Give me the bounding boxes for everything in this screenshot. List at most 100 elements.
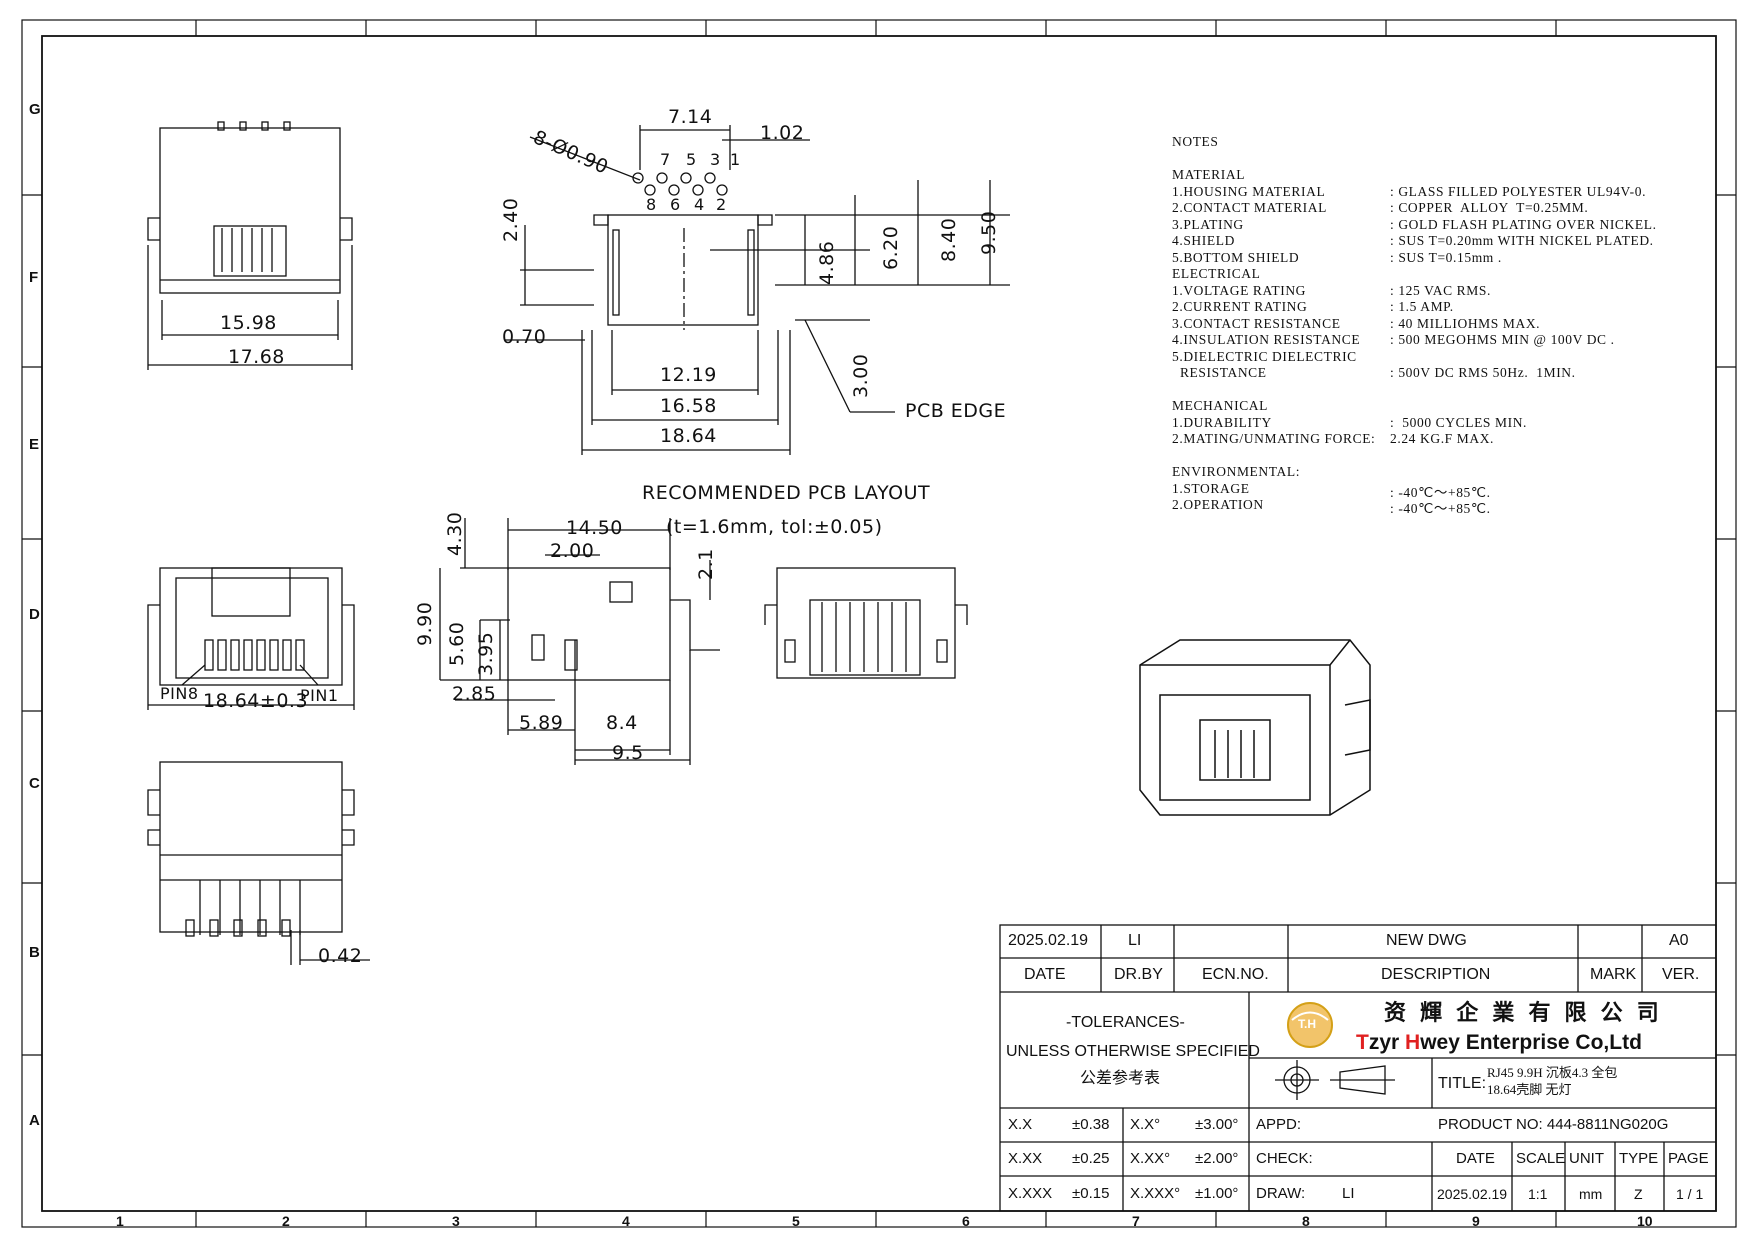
notes-block: NOTES MATERIAL 1.HOUSING MATERIAL: GLASS …: [1172, 134, 1672, 516]
dim-h-840: 8.40: [938, 217, 960, 262]
pin-label-6: 6: [670, 195, 681, 214]
dim-top-width-inner: 15.98: [220, 312, 277, 334]
dim-d-300: 3.00: [850, 353, 872, 398]
tol-row2-c: X.XX°: [1130, 1150, 1171, 1167]
dim-w-1219: 12.19: [660, 364, 717, 386]
tol-row2-a: X.XX: [1008, 1150, 1043, 1167]
dim-395: 3.95: [475, 631, 497, 676]
notes-item-key: 5.BOTTOM SHIELD: [1172, 249, 1300, 265]
tol-row2-e: CHECK:: [1256, 1150, 1313, 1167]
zone-col-1: 1: [116, 1213, 124, 1229]
notes-item-value: : 500V DC RMS 50Hz. 1MIN.: [1390, 365, 1576, 380]
pin8-label: PIN8: [160, 684, 199, 703]
notes-item: 1.HOUSING MATERIAL: GLASS FILLED POLYEST…: [1172, 184, 1672, 201]
company-name-cn: 资 輝 企 業 有 限 公 司: [1384, 1000, 1663, 1025]
tolerances-title: -TOLERANCES-: [1066, 1014, 1185, 1031]
product-number: PRODUCT NO: 444-8811NG020G: [1438, 1116, 1669, 1133]
dim-h-486: 4.86: [816, 240, 838, 285]
zone-row-e: E: [29, 436, 40, 453]
notes-item: 4.INSULATION RESISTANCE: 500 MEGOHMS MIN…: [1172, 332, 1672, 349]
company-en-rest: wey Enterprise Co,Ltd: [1420, 1031, 1642, 1054]
zone-col-9: 9: [1472, 1213, 1480, 1229]
info-page: 1 / 1: [1676, 1186, 1704, 1202]
hdr-mark: MARK: [1590, 966, 1637, 983]
notes-section-title: MATERIAL: [1172, 167, 1246, 182]
pin-label-1: 1: [730, 150, 741, 169]
tol-row3-a: X.XXX: [1008, 1185, 1053, 1202]
notes-item: 2.OPERATION : -40℃～+85℃.: [1172, 497, 1672, 516]
outer-frame: [21, 19, 1737, 1228]
notes-item-key: 2.OPERATION: [1172, 497, 1264, 512]
title-label: TITLE:: [1438, 1075, 1487, 1092]
zone-row-f: F: [29, 269, 39, 286]
title-block-grid: [999, 924, 1717, 1212]
notes-body: MATERIAL 1.HOUSING MATERIAL: GLASS FILLED…: [1172, 167, 1672, 516]
dim-pitch: 7.14: [668, 106, 713, 128]
notes-section-title: ELECTRICAL: [1172, 266, 1261, 281]
notes-spacer: [1172, 382, 1672, 399]
notes-spacer: [1172, 448, 1672, 465]
zone-row-g: G: [29, 101, 41, 118]
tolerances-subtitle: UNLESS OTHERWISE SPECIFIED: [1006, 1043, 1260, 1060]
dim-95: 9.5: [612, 742, 644, 764]
dim-589: 5.89: [519, 712, 564, 734]
rev-description: NEW DWG: [1386, 932, 1467, 949]
pin-label-4: 4: [694, 195, 705, 214]
notes-item-key: 1.STORAGE: [1172, 480, 1250, 496]
info-unit: mm: [1579, 1186, 1603, 1202]
info-hdr-type: TYPE: [1619, 1150, 1659, 1167]
top-view: [147, 121, 353, 370]
dim-offset: 1.02: [760, 122, 805, 144]
hdr-ecn: ECN.NO.: [1202, 966, 1269, 983]
dim-front-width: 18.64±0.3: [203, 690, 309, 712]
pin-label-8: 8: [646, 195, 657, 214]
zone-row-b: B: [29, 944, 40, 961]
dim-042: 0.42: [318, 945, 363, 967]
zone-col-10: 10: [1637, 1213, 1653, 1229]
notes-item-value: 2.24 KG.F MAX.: [1390, 431, 1495, 446]
pcb-layout-subtitle: (t=1.6mm, tol:±0.05): [666, 516, 883, 538]
hdr-drawn-by: DR.BY: [1114, 966, 1163, 983]
dim-84: 8.4: [606, 712, 638, 734]
notes-item: 2.MATING/UNMATING FORCE:2.24 KG.F MAX.: [1172, 431, 1672, 448]
notes-item-key: RESISTANCE: [1172, 365, 1267, 380]
company-en-zyr: zyr: [1368, 1031, 1406, 1054]
notes-item-value: : 125 VAC RMS.: [1390, 282, 1491, 298]
zone-row-d: D: [29, 606, 40, 623]
dim-w-1864: 18.64: [660, 425, 717, 447]
logo-text: T.H: [1298, 1017, 1316, 1031]
pin1-label: PIN1: [300, 686, 339, 705]
dim-h-070: 0.70: [502, 326, 547, 348]
company-logo: [1287, 1002, 1333, 1048]
dim-h-950: 9.50: [978, 210, 1000, 255]
rev-version: A0: [1669, 932, 1689, 949]
tol-row3-f: LI: [1342, 1185, 1355, 1202]
dim-285: 2.85: [452, 683, 497, 705]
notes-item-value: : -40℃～+85℃.: [1390, 501, 1491, 516]
title-line-1: RJ45 9.9H 沉板4.3 全包: [1487, 1065, 1618, 1080]
rev-date: 2025.02.19: [1008, 932, 1089, 949]
notes-heading: NOTES: [1172, 134, 1219, 149]
inner-frame: [41, 35, 1717, 1212]
notes-item-value: : COPPER ALLOY T=0.25MM.: [1390, 200, 1589, 215]
dim-top-width-outer: 17.68: [228, 346, 285, 368]
notes-item: 4.SHIELD: SUS T=0.20mm WITH NICKEL PLATE…: [1172, 233, 1672, 250]
zone-col-6: 6: [962, 1213, 970, 1229]
company-en-t: T: [1356, 1031, 1369, 1054]
tol-row3-d: ±1.00°: [1195, 1185, 1239, 1202]
isometric-view: [1139, 639, 1371, 816]
info-type: Z: [1634, 1186, 1643, 1202]
notes-section-title: MECHANICAL: [1172, 398, 1268, 413]
bottom-view: [147, 761, 370, 965]
tol-row1-d: ±3.00°: [1195, 1116, 1239, 1133]
notes-item-key: 1.DURABILITY: [1172, 414, 1272, 430]
dim-990: 9.90: [414, 601, 436, 646]
notes-item-value: : 40 MILLIOHMS MAX.: [1390, 315, 1541, 331]
hdr-date: DATE: [1024, 966, 1066, 983]
tol-row1-c: X.X°: [1130, 1116, 1161, 1133]
info-hdr-page: PAGE: [1668, 1150, 1709, 1167]
notes-item: 2.CONTACT MATERIAL: COPPER ALLOY T=0.25M…: [1172, 200, 1672, 217]
side-view: [505, 125, 1010, 455]
